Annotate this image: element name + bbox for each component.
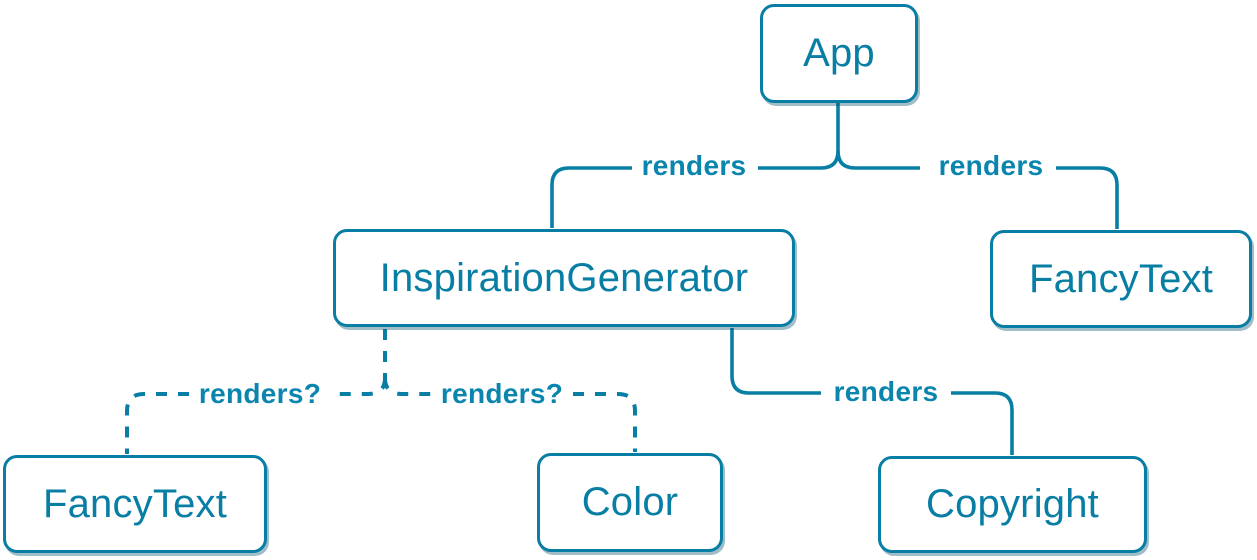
- edge-label-renders-question-color: renders?: [440, 378, 564, 409]
- node-fancy-text-top: FancyText: [990, 230, 1252, 328]
- node-color: Color: [537, 453, 723, 552]
- node-copyright-label: Copyright: [926, 482, 1099, 526]
- node-fancy-text-bottom-label: FancyText: [42, 481, 228, 526]
- node-fancy-text-top-label: FancyText: [1028, 256, 1214, 301]
- edge-label-renders-copyright: renders: [833, 376, 939, 407]
- node-fancy-text-bottom: FancyText: [3, 455, 267, 553]
- edge-inspirationgenerator-to-copyright: [730, 328, 1014, 455]
- edge-app-to-fancytext: [836, 150, 1119, 229]
- node-inspiration-generator: InspirationGenerator: [333, 229, 795, 327]
- edge-label-renders-question-fancytext: renders?: [198, 378, 322, 409]
- edge-label-renders-app-fancytext: renders: [938, 150, 1044, 181]
- node-color-label: Color: [581, 480, 679, 524]
- node-inspiration-generator-label: InspirationGenerator: [379, 255, 749, 300]
- edge-inspirationgenerator-to-color-dashed: [383, 377, 637, 452]
- node-copyright: Copyright: [878, 456, 1147, 553]
- edge-label-renders-app-inspirationgenerator: renders: [641, 150, 747, 181]
- node-app: App: [760, 4, 918, 103]
- node-app-label: App: [803, 31, 875, 75]
